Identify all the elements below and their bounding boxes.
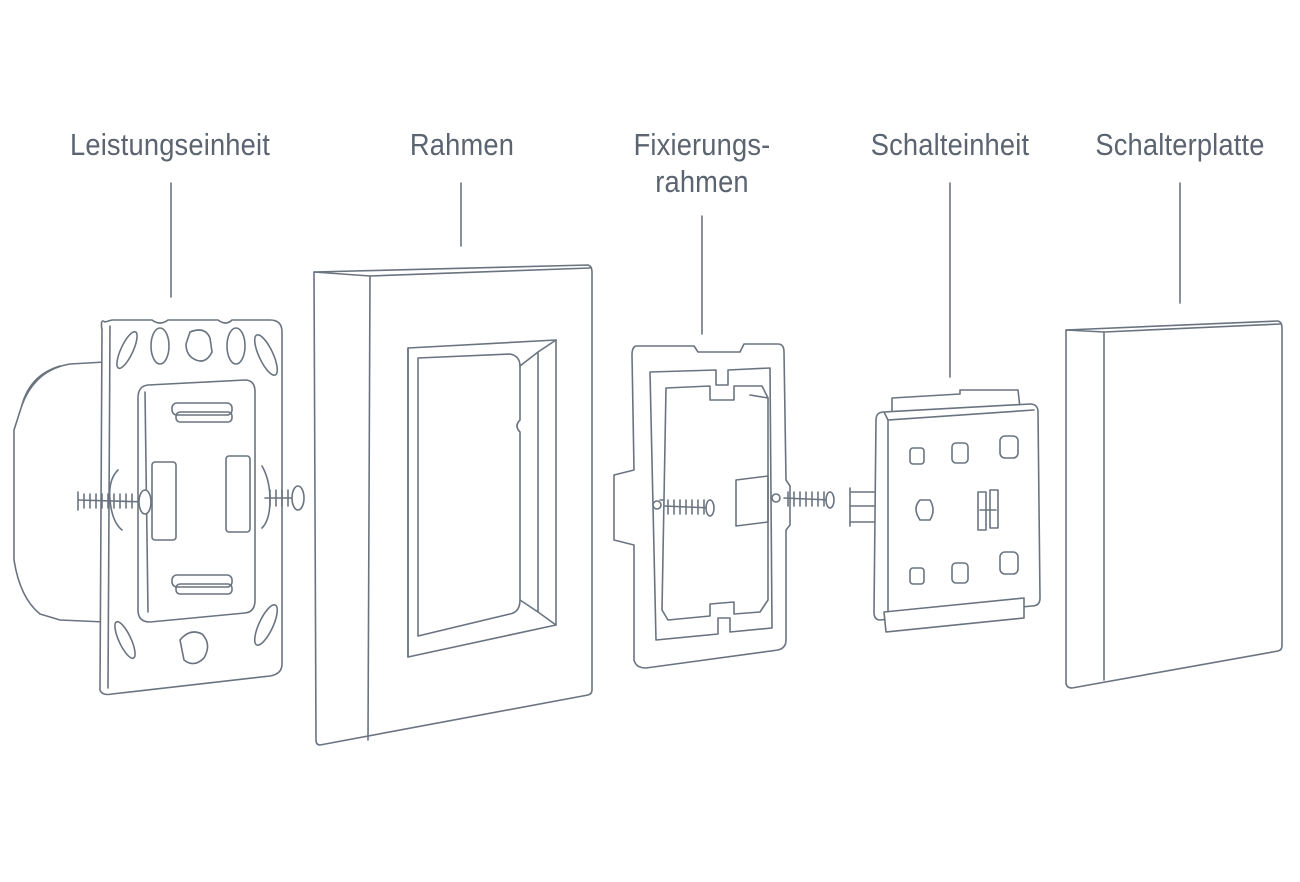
- label-frame: Rahmen: [409, 127, 515, 162]
- label-switch-plate: Schalterplatte: [1095, 127, 1265, 162]
- label-fixing-frame-line2: rahmen: [655, 164, 749, 199]
- frame-drawing: [313, 264, 593, 746]
- leader-lines: [170, 182, 1181, 378]
- switch-plate-drawing: [1065, 320, 1283, 689]
- power-unit-drawing: [13, 319, 305, 696]
- label-switch-unit: Schalteinheit: [870, 127, 1030, 162]
- fixing-frame-drawing: [613, 343, 835, 669]
- label-fixing-frame: Fixierungs- rahmen: [605, 126, 799, 200]
- label-fixing-frame-line1: Fixierungs-: [633, 127, 771, 162]
- switch-unit-drawing: [849, 389, 1041, 633]
- label-power-unit: Leistungseinheit: [69, 127, 270, 162]
